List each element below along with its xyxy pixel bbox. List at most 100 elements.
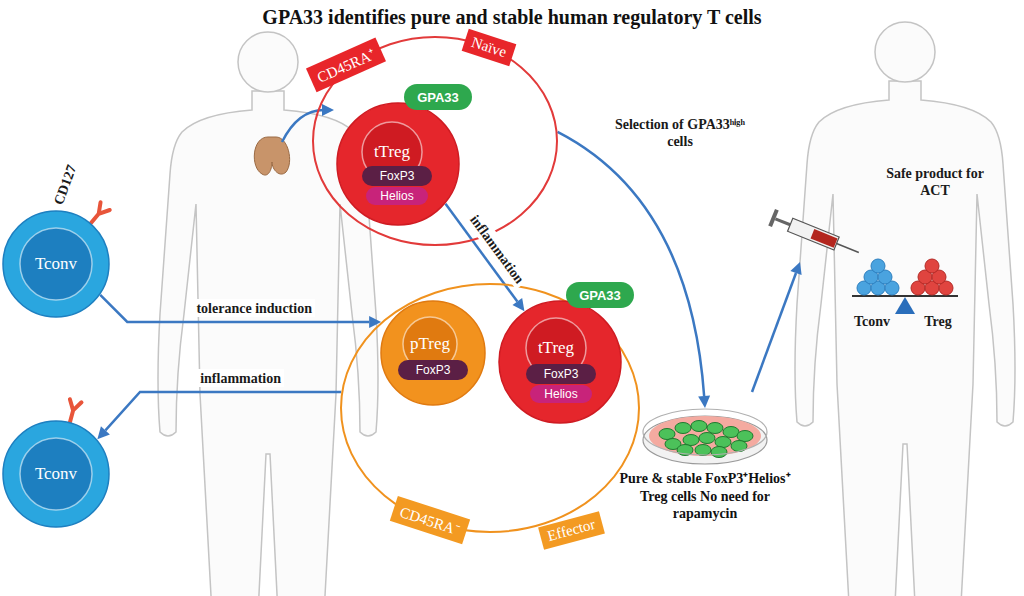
dish-rim (643, 409, 767, 455)
petri-dish: Pure & stable FoxP3⁺Helios⁺ Treg cells N… (615, 400, 795, 550)
cell-name: tTreg (538, 338, 574, 358)
human-figure-right (795, 22, 1015, 596)
treg-cell-dot (691, 421, 707, 432)
label-text: Treg (924, 314, 951, 330)
treg-cell-dot (675, 423, 691, 434)
product-arrow (752, 273, 796, 392)
edge-label: tolerance induction (193, 299, 315, 317)
dish-drawing (615, 400, 795, 466)
cell-membrane (3, 421, 109, 527)
cell: tTregFoxP3HeliosGPA33 (498, 300, 622, 424)
region-tag: CD45RA⁻ (390, 496, 470, 544)
cell-membrane (499, 301, 621, 423)
balance-fulcrum (895, 297, 915, 314)
region-tag-box: Naïve (462, 29, 516, 66)
surface-marker-name: GPA33 (417, 90, 459, 105)
surface-marker: GPA33 (404, 84, 472, 110)
region-tag-box: Effector (538, 511, 605, 549)
dish-base (643, 416, 767, 464)
region-tag: Naïve (462, 29, 516, 66)
cell-body (498, 300, 622, 424)
cell-population-region: CD45RA⁻EffectorpTregFoxP3tTregFoxP3Helio… (340, 283, 640, 533)
cell-membrane (337, 103, 459, 225)
receptor-label: CD127 (51, 163, 80, 207)
arrow-head (698, 396, 710, 408)
edge-label-text: tolerance induction (196, 301, 312, 316)
tconv-stack (857, 259, 899, 295)
cell-name: Tconv (35, 464, 77, 484)
cell: tTregFoxP3HeliosGPA33 (336, 102, 460, 226)
surface-marker-name: GPA33 (579, 288, 621, 303)
treg-stack (911, 259, 953, 295)
receptor-symbol (64, 399, 81, 423)
region-ellipse (341, 284, 639, 532)
label-text: Safe product for ACT (875, 165, 995, 200)
marker-pill: Helios (530, 385, 592, 403)
diagram-title: GPA33 identifies pure and stable human r… (262, 6, 761, 29)
arrow-head (97, 426, 109, 439)
edge-label: Selection of GPA33ʰⁱᵍʰ cells (607, 116, 753, 151)
nucleus-label: tTreg (526, 336, 586, 360)
cell-nucleus (20, 438, 92, 510)
cell-name: pTreg (410, 334, 450, 354)
arrow-head (322, 104, 334, 116)
cell-name: Tconv (35, 254, 77, 274)
cell: Tconv (2, 420, 110, 528)
treg-cell-dot (737, 431, 753, 442)
treg-cell-dot (715, 437, 731, 448)
treg-cell-dot (683, 435, 699, 446)
cell-nucleus (20, 228, 92, 300)
edge-label: inflammation (197, 369, 284, 387)
marker-name: FoxP3 (416, 363, 451, 377)
treg-cell-dot (707, 423, 723, 434)
edge-label: inflammation (464, 208, 530, 289)
product-label: Safe product for ACT (875, 165, 995, 200)
nucleus-label: tTreg (362, 140, 422, 164)
region-tag: CD45RA⁺ (306, 38, 386, 93)
arrow-head (790, 262, 801, 275)
marker-name: Helios (544, 387, 577, 401)
cell-name: tTreg (374, 142, 410, 162)
edge-label-text: Selection of GPA33ʰⁱᵍʰ cells (610, 116, 750, 151)
marker-pill: Helios (366, 187, 428, 205)
treg-cell-dot (659, 429, 675, 440)
dish-caption: Pure & stable FoxP3⁺Helios⁺ Treg cells N… (615, 470, 795, 523)
region-tag-box: CD45RA⁻ (390, 496, 470, 544)
nucleus-label: pTreg (403, 332, 457, 356)
region-tag: Effector (538, 511, 605, 549)
arrow-connector (105, 392, 341, 430)
balance-label: Tconv (854, 314, 890, 330)
marker-name: FoxP3 (380, 169, 415, 183)
marker-pill: FoxP3 (398, 360, 468, 380)
arrow-connector (100, 295, 369, 322)
marker-pill: FoxP3 (526, 364, 596, 384)
treg-cell-dot (699, 433, 715, 444)
cell: pTregFoxP3 (380, 300, 486, 406)
balance-label: Treg (924, 314, 951, 330)
balance-bar (852, 295, 958, 297)
syringe (768, 209, 862, 261)
label-text: CD127 (51, 163, 80, 207)
marker-name: FoxP3 (544, 367, 579, 381)
nucleus-label: Tconv (20, 252, 92, 276)
label-text: Tconv (854, 314, 890, 330)
cell-population-region: CD45RA⁺NaïvetTregFoxP3HeliosGPA33 (312, 36, 558, 246)
dish-caption-holder: Pure & stable FoxP3⁺Helios⁺ Treg cells N… (615, 470, 795, 523)
treg-cell-dot (711, 447, 727, 458)
human-figure-left (158, 32, 378, 596)
marker-pill: FoxP3 (362, 166, 432, 186)
title-holder: GPA33 identifies pure and stable human r… (0, 4, 1024, 30)
nucleus-label: Tconv (20, 462, 92, 486)
arrow-head (512, 298, 524, 311)
marker-name: Helios (380, 189, 413, 203)
cell-body (336, 102, 460, 226)
cell-membrane (381, 301, 485, 405)
edge-label-text: inflammation (200, 371, 281, 386)
cell-membrane (3, 211, 109, 317)
thymus (254, 137, 289, 175)
region-tag-box: CD45RA⁺ (306, 38, 386, 93)
